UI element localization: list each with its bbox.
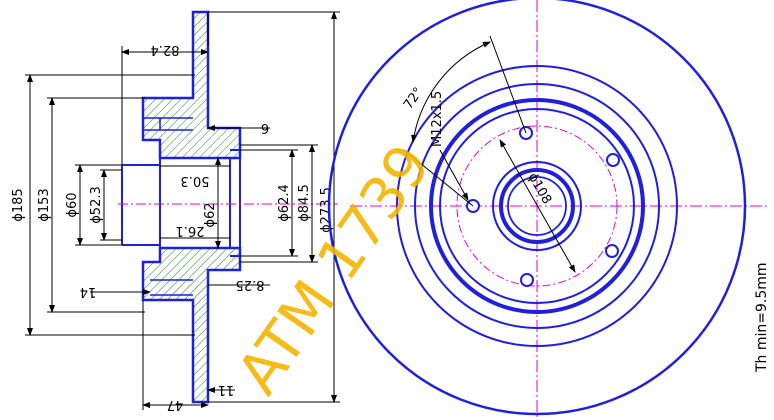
section-hatch-upper	[141, 10, 242, 160]
horizontal-dims	[90, 12, 270, 410]
stud-hole	[143, 117, 193, 131]
bolt-circle-centerline	[456, 125, 618, 287]
min-thickness-note: Th min=9.5mm	[754, 262, 770, 373]
dim-47: 47	[167, 397, 184, 412]
dim-84-5: ϕ84.5	[297, 184, 312, 222]
stud-hole-lower	[150, 279, 193, 296]
pcd-108: ϕ108	[525, 171, 555, 207]
dim-153: ϕ153	[37, 188, 52, 221]
dim-82-4: 82.4	[151, 42, 180, 57]
dim-26-1: 26.1	[176, 223, 205, 238]
bolt-hole	[520, 273, 534, 287]
dim-8-25: 8.25	[236, 277, 265, 292]
braking-surface-inner	[396, 65, 678, 347]
vertical-dims	[25, 11, 340, 403]
section-hatch-lower	[141, 246, 242, 404]
thread-m12: M12x1.5	[430, 91, 445, 147]
dim-6: 6	[261, 120, 269, 135]
hat-outer	[414, 83, 660, 329]
hat-rim	[429, 98, 645, 314]
dim-14: 14	[80, 284, 97, 299]
dim-52-3: ϕ52.3	[89, 186, 104, 224]
section-view: ϕ185 ϕ153 ϕ60 ϕ52.3 ϕ62 ϕ62.4 ϕ84.5 ϕ273…	[11, 10, 340, 412]
dim-11: 11	[218, 382, 235, 397]
dim-60: ϕ60	[65, 192, 80, 217]
bolt-hole	[606, 153, 620, 167]
disc-outer-edge	[327, 0, 747, 416]
face-dims	[403, 35, 576, 273]
dim-50-3: 50.3	[181, 173, 210, 188]
dim-62: ϕ62	[203, 202, 218, 227]
hub-face	[439, 108, 635, 304]
dim-62-4: ϕ62.4	[277, 184, 292, 222]
bolt-hole	[605, 244, 619, 258]
dim-185: ϕ185	[11, 188, 26, 221]
